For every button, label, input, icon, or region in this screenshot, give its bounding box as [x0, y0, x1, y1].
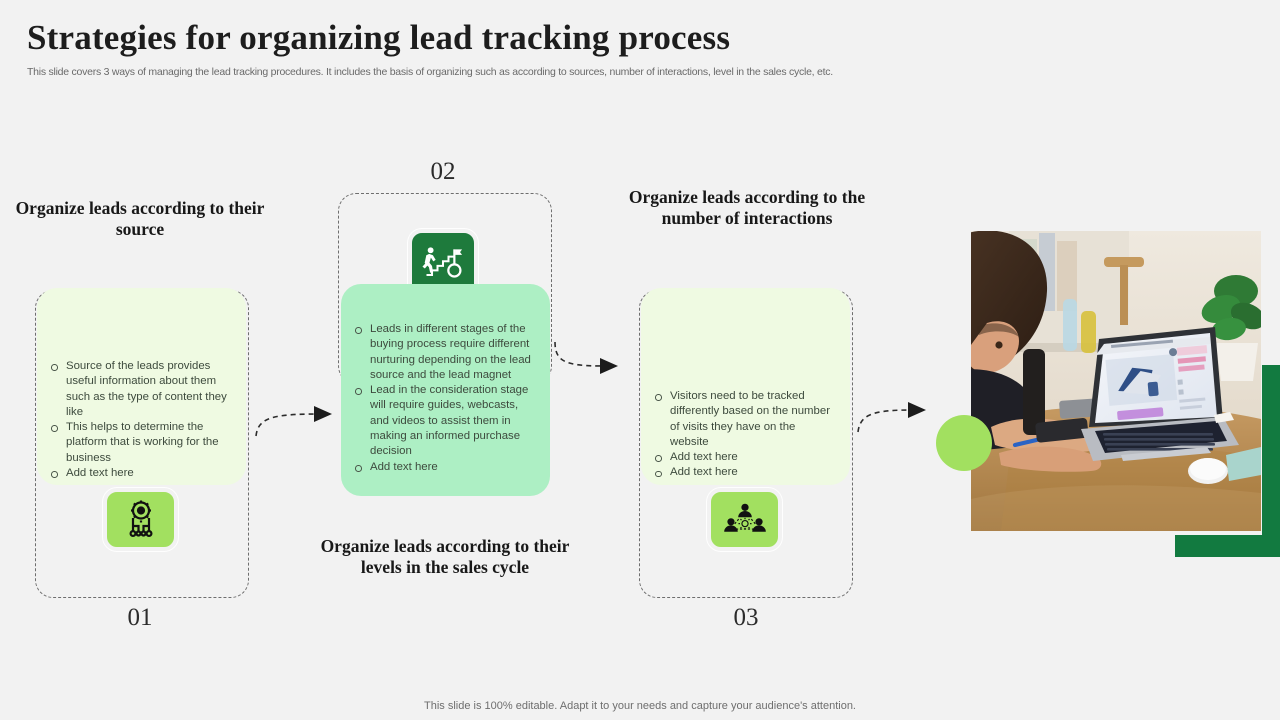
photo-illustration — [971, 231, 1261, 531]
person-climbing-stairs-to-goal-icon — [422, 247, 463, 278]
decor-vertical-bar — [1262, 365, 1280, 557]
page-title: Strategies for organizing lead tracking … — [27, 18, 731, 57]
connector-arrow-03-photo — [857, 402, 926, 433]
step-card-01: Source of the leads provides useful info… — [37, 288, 246, 485]
step-number-02: 02 — [430, 158, 456, 185]
step-icon-tile-03[interactable] — [707, 488, 782, 551]
decor-green-rectangle — [1175, 535, 1280, 557]
gear-network-icon — [129, 500, 153, 537]
list-item: Add text here — [49, 466, 230, 481]
step-heading-02: Organize leads according to their levels… — [320, 536, 570, 578]
list-item: Source of the leads provides useful info… — [49, 359, 230, 420]
team-collaboration-gear-icon — [723, 503, 766, 532]
list-item: Lead in the consideration stage will req… — [353, 383, 534, 459]
step-bullet-list-01: Source of the leads provides useful info… — [49, 359, 230, 481]
list-item: Visitors need to be tracked differently … — [653, 389, 834, 450]
step-heading-01: Organize leads according to their source — [15, 198, 265, 240]
step-heading-03: Organize leads according to the number o… — [628, 187, 866, 229]
list-item: Leads in different stages of the buying … — [353, 322, 534, 383]
list-item: Add text here — [653, 450, 834, 465]
step-card-03: Visitors need to be tracked differently … — [641, 288, 850, 485]
step-icon-tile-01[interactable] — [103, 488, 178, 551]
page-subtitle: This slide covers 3 ways of managing the… — [27, 66, 833, 79]
list-item: This helps to determine the platform tha… — [49, 420, 230, 466]
list-item: Add text here — [653, 465, 834, 480]
slide-header: Strategies for organizing lead tracking … — [27, 18, 1127, 78]
laptop-work-photo — [971, 231, 1261, 531]
step-bullet-list-03: Visitors need to be tracked differently … — [653, 389, 834, 481]
step-card-02: Leads in different stages of the buying … — [341, 284, 550, 496]
connector-arrow-01-02 — [255, 406, 332, 437]
step-number-01: 01 — [127, 604, 153, 631]
step-number-03: 03 — [733, 604, 759, 631]
decor-green-circle — [936, 415, 992, 471]
footer-note: This slide is 100% editable. Adapt it to… — [424, 700, 856, 712]
connector-arrow-02-03 — [554, 341, 618, 374]
step-bullet-list-02: Leads in different stages of the buying … — [353, 322, 534, 475]
list-item: Add text here — [353, 460, 534, 475]
